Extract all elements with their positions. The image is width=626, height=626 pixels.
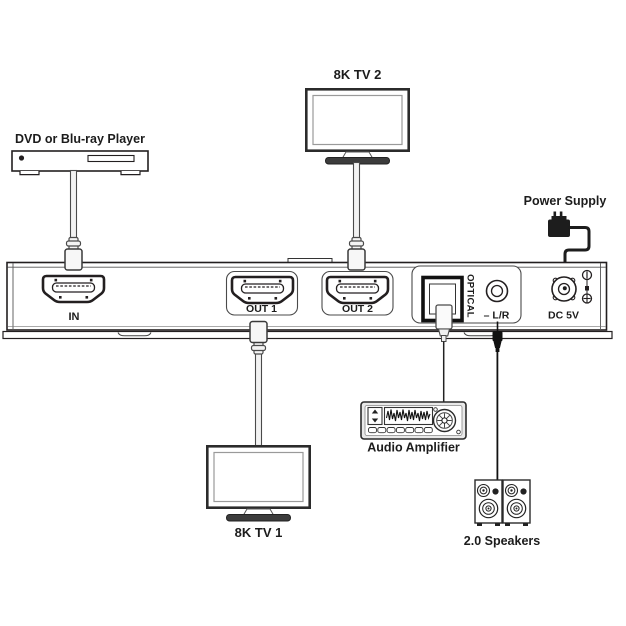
hdmi-plug-in xyxy=(64,236,83,271)
power-supply-label: Power Supply xyxy=(524,194,607,208)
hdmi-cable-dvd-to-in xyxy=(69,169,78,242)
speaker-right xyxy=(502,479,531,527)
lr-jack-inner xyxy=(490,284,504,298)
splitter-rear-panel: IN OUT 1 OUT 2 OPTICAL – L/R xyxy=(2,258,613,340)
port-label-optical: OPTICAL xyxy=(465,274,476,318)
optical-plug xyxy=(435,304,453,342)
bottom-base xyxy=(2,330,613,340)
lr-plug xyxy=(492,321,503,352)
amp-eject-button xyxy=(367,406,383,426)
hdmi-port-in xyxy=(41,274,106,304)
port-label-dc: DC 5V xyxy=(548,310,579,322)
hdmi-cable-out1-to-tv1 xyxy=(254,350,263,447)
hdmi-port-out2 xyxy=(321,270,394,316)
tv1-label: 8K TV 1 xyxy=(235,525,283,540)
dvd-power-led xyxy=(18,155,25,161)
amplifier-label: Audio Amplifier xyxy=(367,441,460,455)
power-adapter xyxy=(548,211,570,237)
dvd-player xyxy=(11,150,149,176)
speakers-label: 2.0 Speakers xyxy=(464,534,540,548)
amp-volume-knob xyxy=(432,408,457,433)
hdmi-cable-tv2-to-out2 xyxy=(352,161,361,242)
panel-screws xyxy=(581,269,593,304)
tv2-label: 8K TV 2 xyxy=(334,67,382,82)
amp-buttons xyxy=(368,427,433,434)
amp-waveform xyxy=(385,409,431,422)
hdmi-port-out1 xyxy=(225,270,299,316)
port-label-out2: OUT 2 xyxy=(342,303,373,315)
speaker-left xyxy=(474,479,503,527)
hdmi-plug-out1 xyxy=(249,320,268,355)
tv-2 xyxy=(304,88,411,166)
port-label-in: IN xyxy=(69,311,80,323)
port-label-out1: OUT 1 xyxy=(246,303,277,315)
dvd-disc-tray xyxy=(87,154,135,163)
tv-1 xyxy=(206,444,312,523)
power-cord xyxy=(563,226,591,290)
audio-amplifier xyxy=(360,401,467,440)
dc-jack xyxy=(551,276,577,302)
speakers xyxy=(474,479,531,527)
hdmi-plug-out2 xyxy=(347,236,366,271)
dvd-player-label: DVD or Blu-ray Player xyxy=(15,132,145,146)
port-label-lr: – L/R xyxy=(484,310,510,322)
